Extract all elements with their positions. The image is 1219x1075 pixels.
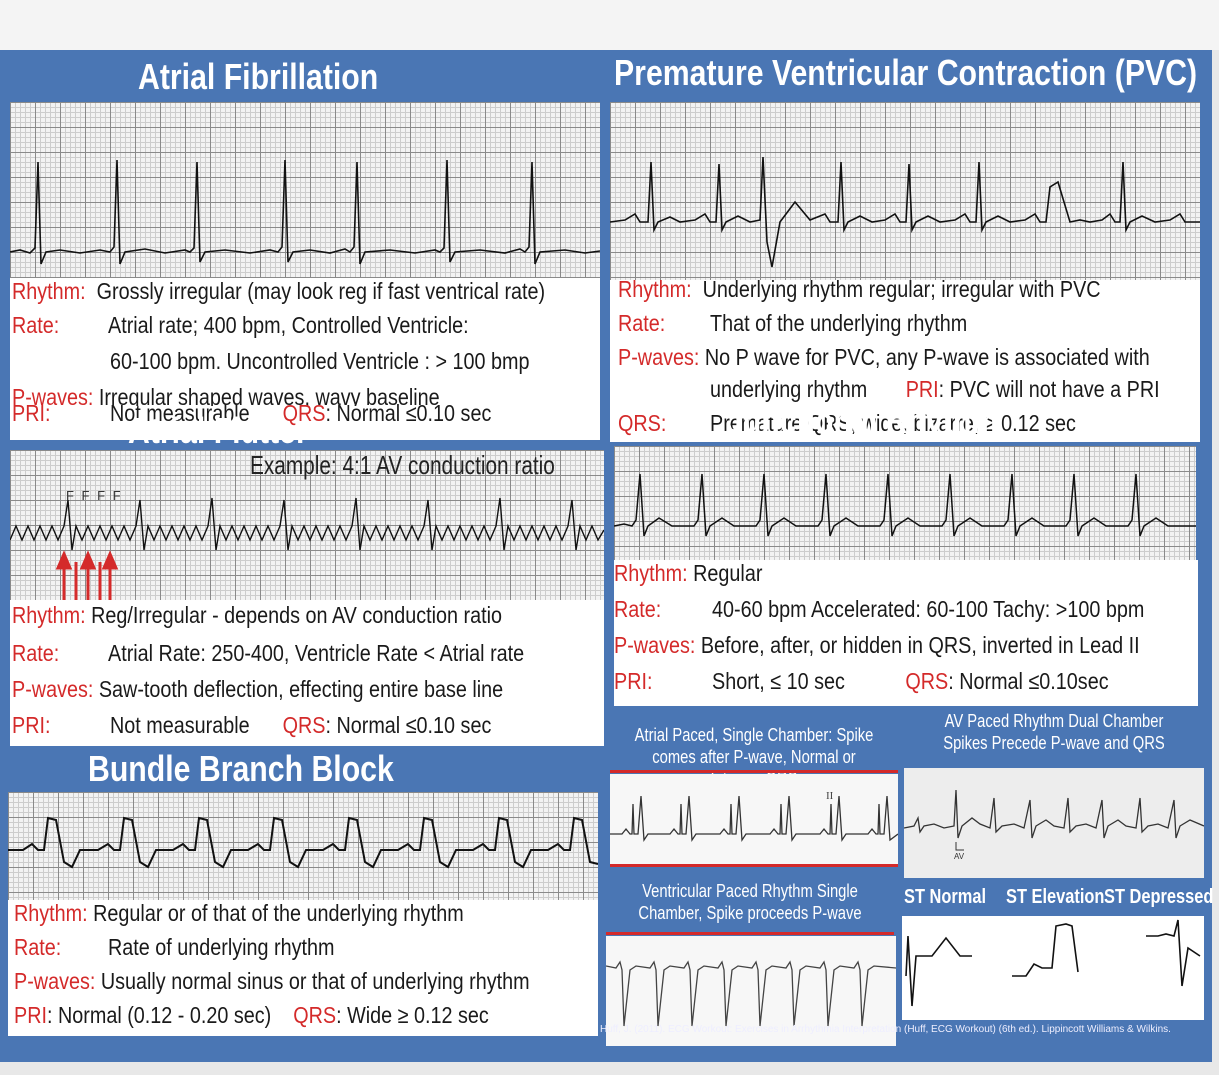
pvc-rhythm: Underlying rhythm regular; irregular wit… xyxy=(702,276,1101,302)
bbb-ecg-strip xyxy=(8,792,598,900)
pvc-pwaves-label: P-waves: xyxy=(618,344,700,370)
pvc-qrs: Premature QRS, wide, bizarre, ≥ 0.12 sec xyxy=(710,410,1076,436)
junctional-pwaves: Before, after, or hidden in QRS, inverte… xyxy=(700,632,1140,658)
junctional-pri-label: PRI: xyxy=(614,668,653,694)
atrial-paced-bottom-line xyxy=(610,864,898,867)
afib-info-box-2: PRI: Not measurable QRS: Normal ≤0.10 se… xyxy=(10,400,600,440)
ecg-reference-sheet: Atrial Fibrillation Rhythm: Grossly irre… xyxy=(0,50,1214,1062)
bbb-rate: Rate of underlying rhythm xyxy=(108,934,335,960)
lead-ii-mark: II xyxy=(826,790,834,802)
pvc-pri-label: PRI xyxy=(905,376,939,402)
av-paced-trace xyxy=(903,789,1205,851)
bbb-qrs: : Wide ≥ 0.12 sec xyxy=(336,1002,489,1028)
ventricular-paced-divider xyxy=(606,932,894,935)
ventricular-paced-trace xyxy=(605,960,897,1027)
afib-qrs-label: QRS xyxy=(282,400,326,426)
aflutter-info-box: Rhythm: Reg/Irregular - depends on AV co… xyxy=(10,600,604,746)
av-mark: AV xyxy=(954,852,965,861)
pvc-ecg-strip xyxy=(610,102,1200,280)
ventricular-paced-caption: Ventricular Paced Rhythm Single Chamber,… xyxy=(638,881,862,923)
aflutter-rhythm-label: Rhythm: xyxy=(12,602,86,628)
bbb-qrs-label: QRS xyxy=(293,1002,337,1028)
aflutter-ecg-trace xyxy=(10,497,604,600)
flutter-wave-arrows xyxy=(55,550,119,600)
bbb-pri-label: PRI xyxy=(14,1002,47,1028)
junctional-pwaves-label: P-waves: xyxy=(614,632,696,658)
aflutter-pri: Not measurable xyxy=(110,712,250,738)
junctional-rhythm-label: Rhythm: xyxy=(614,560,688,586)
av-paced-caption: AV Paced Rhythm Dual Chamber Spikes Prec… xyxy=(943,711,1165,753)
st-normal-label: ST Normal xyxy=(904,886,987,908)
av-paced-strip: AV xyxy=(903,768,1205,878)
junctional-rhythm: Regular xyxy=(693,560,763,586)
junctional-rate: 40-60 bpm Accelerated: 60-100 Tachy: >10… xyxy=(712,596,1145,622)
afib-ecg-trace xyxy=(10,159,600,265)
pvc-pwaves-line2: underlying rhythm xyxy=(710,376,868,402)
aflutter-pwaves: Saw-tooth deflection, effecting entire b… xyxy=(98,676,504,702)
junctional-rate-label: Rate: xyxy=(614,596,662,622)
pvc-info-box: Rhythm: Underlying rhythm regular; irreg… xyxy=(610,276,1200,442)
pvc-title: Premature Ventricular Contraction (PVC) xyxy=(614,52,1198,93)
citation: Huff, J. (2011). ECG Workout: Exercises … xyxy=(600,1024,1171,1035)
afib-rate-line2: 60-100 bpm. Uncontrolled Ventricle : > 1… xyxy=(110,348,530,374)
top-margin xyxy=(0,0,1219,50)
junctional-qrs-label: QRS xyxy=(905,668,949,694)
bbb-pwaves-label: P-waves: xyxy=(14,968,96,994)
pvc-rate: That of the underlying rhythm xyxy=(710,310,968,336)
junctional-qrs: : Normal ≤0.10sec xyxy=(948,668,1109,694)
junctional-ecg-trace xyxy=(614,473,1196,537)
atrial-paced-divider xyxy=(610,770,898,773)
bbb-pri: : Normal (0.12 - 0.20 sec) xyxy=(46,1002,272,1028)
pvc-pri: : PVC will not have a PRI xyxy=(938,376,1160,402)
aflutter-qrs-label: QRS xyxy=(282,712,326,738)
afib-pwaves: Irregular shaped waves, wavy baseline xyxy=(98,384,440,410)
afib-rate-line1: Atrial rate; 400 bpm, Controlled Ventric… xyxy=(108,312,469,338)
afib-pri: Not measurable xyxy=(110,400,250,426)
st-segment-traces xyxy=(905,919,1201,1007)
aflutter-rate: Atrial Rate: 250-400, Ventricle Rate < A… xyxy=(108,640,525,666)
st-depressed-trace xyxy=(1146,919,1201,987)
st-elevation-trace xyxy=(1012,923,1079,977)
atrial-paced-strip: II xyxy=(610,774,899,864)
afib-title: Atrial Fibrillation xyxy=(138,56,379,97)
afib-ecg-strip xyxy=(10,102,600,278)
bbb-rhythm-label: Rhythm: xyxy=(14,900,88,926)
pvc-qrs-label: QRS: xyxy=(618,410,667,436)
junctional-title: Junctional Rhythm xyxy=(726,400,999,441)
atrial-paced-trace xyxy=(610,795,899,842)
junctional-pri: Short, ≤ 10 sec xyxy=(712,668,845,694)
aflutter-title: Atrial Flutter xyxy=(128,410,308,451)
st-normal-trace xyxy=(905,935,972,1007)
aflutter-qrs: : Normal ≤0.10 sec xyxy=(325,712,492,738)
junctional-info-box: Rhythm: Regular Rate: 40-60 bpm Accelera… xyxy=(614,560,1198,706)
flutter-f-marks: F F F F xyxy=(66,488,123,503)
ventricular-paced-strip xyxy=(605,936,897,1046)
afib-rate-label: Rate: xyxy=(12,312,60,338)
afib-pri-label: PRI: xyxy=(12,400,51,426)
afib-rhythm: Grossly irregular (may look reg if fast … xyxy=(96,278,546,304)
afib-info-box: Rhythm: Grossly irregular (may look reg … xyxy=(10,278,600,410)
pvc-pwaves-line1: No P wave for PVC, any P-wave is associa… xyxy=(704,344,1150,370)
pvc-ecg-trace xyxy=(610,156,1200,268)
aflutter-pri-label: PRI: xyxy=(12,712,51,738)
pvc-rhythm-label: Rhythm: xyxy=(618,276,692,302)
bbb-title: Bundle Branch Block xyxy=(88,748,394,789)
aflutter-pwaves-label: P-waves: xyxy=(12,676,94,702)
afib-rhythm-label: Rhythm: xyxy=(12,278,86,304)
bbb-pwaves: Usually normal sinus or that of underlyi… xyxy=(100,968,530,994)
bbb-rate-label: Rate: xyxy=(14,934,62,960)
st-elevation-label: ST Elevation xyxy=(1006,886,1105,908)
afib-pwaves-label: P-waves: xyxy=(12,384,94,410)
st-depressed-label: ST Depressed xyxy=(1104,886,1214,908)
pvc-rate-label: Rate: xyxy=(618,310,666,336)
aflutter-rate-label: Rate: xyxy=(12,640,60,666)
bbb-ecg-trace xyxy=(8,816,598,869)
afib-qrs: : Normal ≤0.10 sec xyxy=(325,400,492,426)
st-segment-panel xyxy=(902,916,1204,1020)
aflutter-rhythm: Reg/Irregular - depends on AV conduction… xyxy=(91,602,503,628)
bbb-rhythm: Regular or of that of the underlying rhy… xyxy=(93,900,464,926)
aflutter-example: Example: 4:1 AV conduction ratio xyxy=(250,450,555,480)
bbb-info-box: Rhythm: Regular or of that of the underl… xyxy=(8,900,598,1036)
